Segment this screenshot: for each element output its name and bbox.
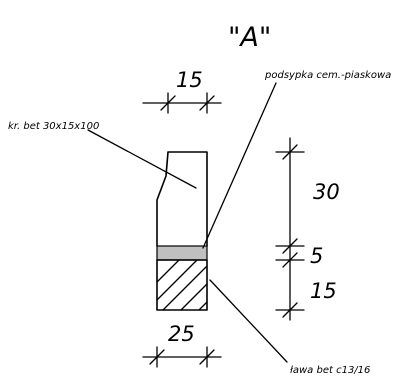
- dimension-kerb-height-value: 30: [313, 180, 340, 204]
- label-bedding: podsypka cem.-piaskowa: [264, 70, 391, 81]
- dimension-top-width: 15: [142, 68, 222, 114]
- leader-kerb: [87, 129, 197, 189]
- leader-bench: [209, 279, 288, 363]
- kerb-outline: [156, 151, 208, 247]
- dimension-bench-height-value: 15: [310, 279, 337, 303]
- dimension-top-width-value: 15: [176, 68, 203, 92]
- leader-bedding: [202, 82, 277, 249]
- dimension-bottom-width-value: 25: [168, 322, 195, 346]
- dimension-vertical-chain: 30 5 15: [275, 137, 340, 321]
- dimension-bottom-width: 25: [142, 322, 222, 368]
- label-bench: ława bet c13/16: [290, 365, 370, 376]
- dimension-bedding-height-value: 5: [310, 244, 323, 268]
- concrete-bench: [156, 259, 208, 311]
- bedding-layer: [156, 245, 208, 261]
- label-kerb: kr. bet 30x15x100: [8, 121, 99, 132]
- detail-title: "A": [228, 22, 271, 53]
